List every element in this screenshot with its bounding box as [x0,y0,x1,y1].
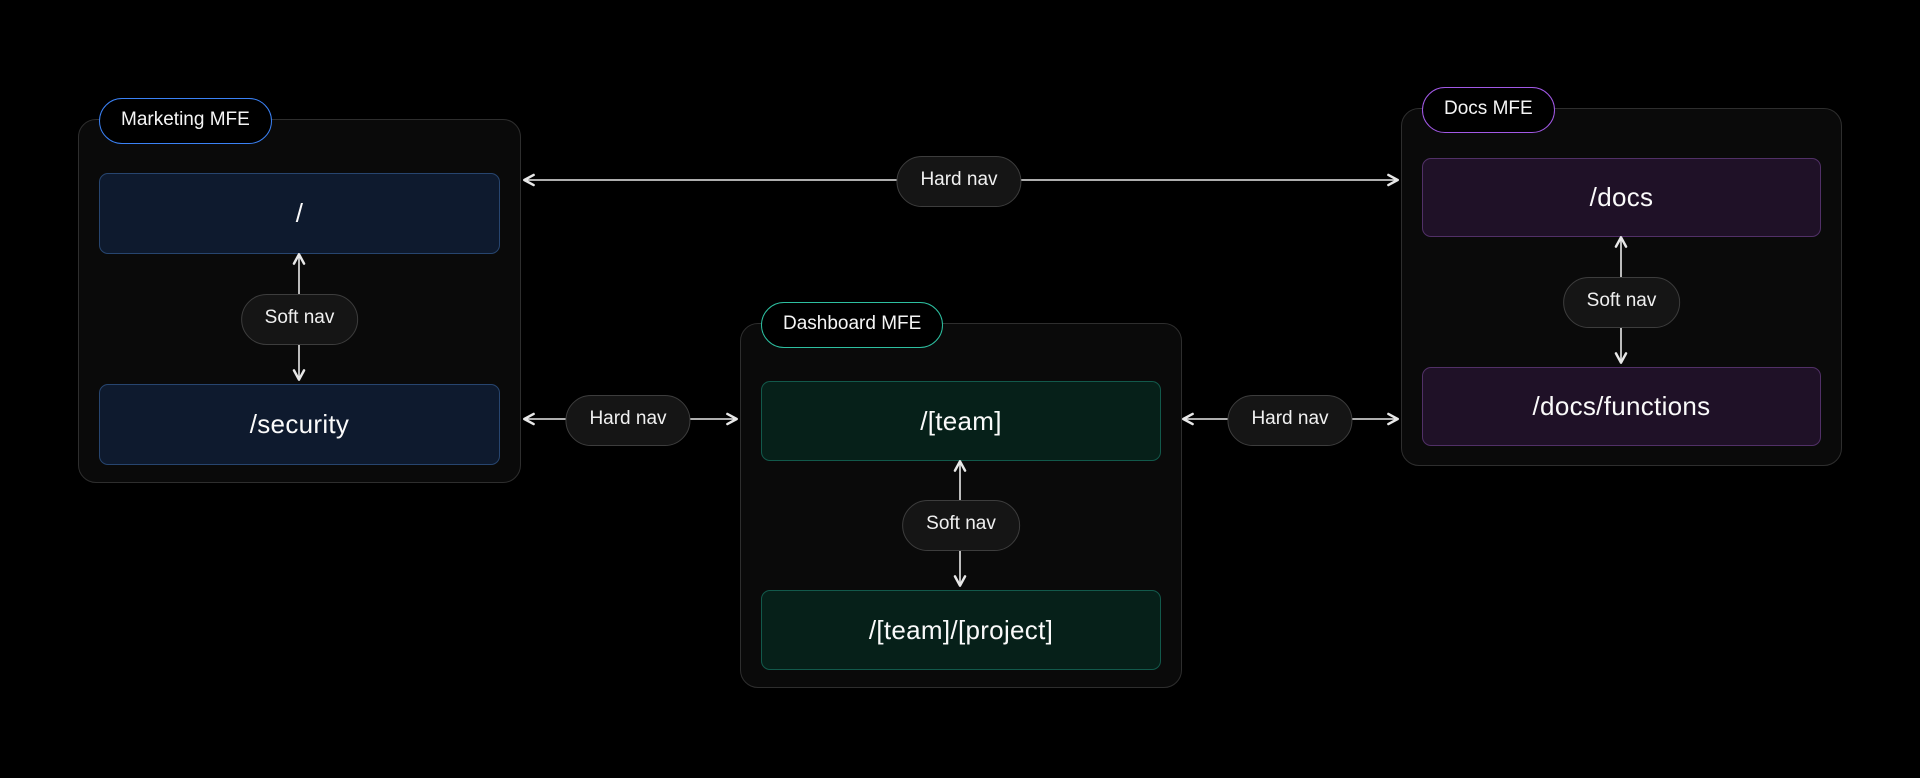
route-node-team: /[team] [761,381,1161,461]
soft-nav-label-marketing: Soft nav [240,294,359,345]
hard-nav-label-marketing-dashboard: Hard nav [565,395,691,446]
soft-nav-label-dashboard: Soft nav [902,500,1020,551]
group-badge-docs: Docs MFE [1422,87,1555,133]
hard-nav-label-marketing-docs: Hard nav [896,156,1022,207]
group-badge-marketing: Marketing MFE [99,98,272,144]
route-node-docs-functions: /docs/functions [1422,367,1821,446]
route-node-team-project: /[team]/[project] [761,590,1161,670]
soft-nav-label-docs: Soft nav [1562,277,1681,328]
route-node-root: / [99,173,500,254]
route-node-docs: /docs [1422,158,1821,237]
group-marketing-mfe: Marketing MFE / Soft nav /security [78,98,521,483]
route-node-security: /security [99,384,500,465]
hard-nav-label-dashboard-docs: Hard nav [1227,395,1353,446]
group-docs-mfe: Docs MFE /docs Soft nav /docs/functions [1401,87,1842,466]
group-dashboard-mfe: Dashboard MFE /[team] Soft nav /[team]/[… [740,302,1182,688]
group-badge-dashboard: Dashboard MFE [761,302,944,348]
